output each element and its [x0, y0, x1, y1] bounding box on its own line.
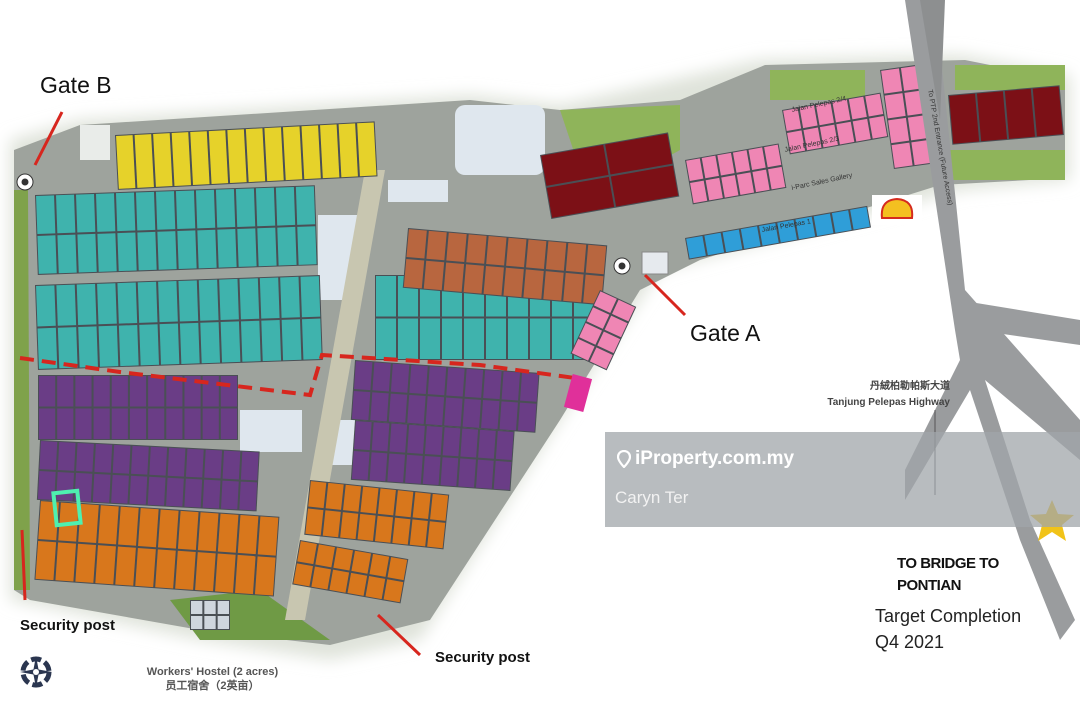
purple-lot-block — [38, 375, 238, 440]
target-completion-label: Target Completion Q4 2021 — [875, 603, 1021, 655]
workers-hostel-cn: 员工宿舍（2英亩） — [165, 680, 260, 692]
green-area — [940, 150, 1065, 180]
highway-label: 丹絨柏勒帕斯大道 Tanjung Pelepas Highway — [800, 379, 950, 411]
hostel-building-block — [190, 600, 230, 630]
location-pin-icon — [617, 450, 631, 468]
orange-lot-block — [292, 540, 409, 604]
watermark-overlay: iProperty.com.my Caryn Ter — [605, 432, 1080, 527]
bridge-label-line2: PONTIAN — [897, 577, 961, 594]
target-completion-line2: Q4 2021 — [875, 632, 945, 652]
security-post-left-label: Security post — [20, 617, 116, 634]
open-space — [388, 180, 448, 202]
guardhouse — [641, 251, 669, 275]
workers-hostel-label: Workers' Hostel (2 acres) 员工宿舍（2英亩） — [140, 665, 285, 693]
teal-lot-block — [35, 185, 318, 275]
purple-lot-block — [36, 440, 260, 512]
pink-lot-block — [685, 143, 787, 205]
gate-a-pointer — [643, 273, 687, 317]
green-area — [955, 65, 1065, 90]
orange-lot-block — [304, 480, 450, 550]
green-area — [770, 70, 865, 100]
bridge-label-line1: TO BRIDGE TO — [897, 555, 999, 572]
sales-gallery-building — [563, 373, 593, 413]
gate-b-label: Gate B — [40, 72, 112, 98]
agent-name: Caryn Ter — [615, 488, 689, 507]
open-space — [240, 410, 302, 452]
target-completion-line1: Target Completion — [875, 606, 1022, 626]
highway-label-en: Tanjung Pelepas Highway — [827, 397, 950, 408]
gate-b-building — [80, 125, 110, 160]
bridge-label: TO BRIDGE TO PONTIAN — [897, 553, 999, 597]
brown-lot-block — [402, 228, 608, 306]
blue-lot-block — [685, 205, 872, 260]
security-post-bottom-pointer — [376, 613, 422, 657]
highway — [905, 0, 1080, 640]
yellow-lot-block — [114, 121, 378, 190]
purple-lot-block — [350, 359, 540, 433]
highway-label-cn: 丹絨柏勒帕斯大道 — [870, 381, 950, 392]
highlighted-unit — [51, 488, 83, 528]
watermark-brand: iProperty.com.my — [617, 448, 794, 470]
maroon-lot-block — [540, 132, 680, 220]
orange-lot-block — [34, 500, 280, 597]
brand-text: iProperty.com.my — [635, 448, 795, 469]
teal-lot-block — [34, 275, 323, 370]
pink-lot-block — [782, 92, 889, 155]
pink-lot-block — [570, 289, 637, 371]
green-strip — [14, 190, 30, 590]
phase-boundary-line — [19, 352, 576, 398]
security-post-left-pointer — [20, 529, 27, 601]
gate-b-pointer — [33, 111, 64, 166]
workers-hostel-en: Workers' Hostel (2 acres) — [146, 666, 279, 678]
maroon-lot-block — [948, 85, 1064, 145]
purple-lot-block — [350, 419, 515, 492]
pond — [455, 105, 545, 175]
compass-icon — [20, 656, 52, 688]
security-post-bottom-label: Security post — [435, 649, 531, 666]
gate-a-label: Gate A — [690, 320, 761, 346]
